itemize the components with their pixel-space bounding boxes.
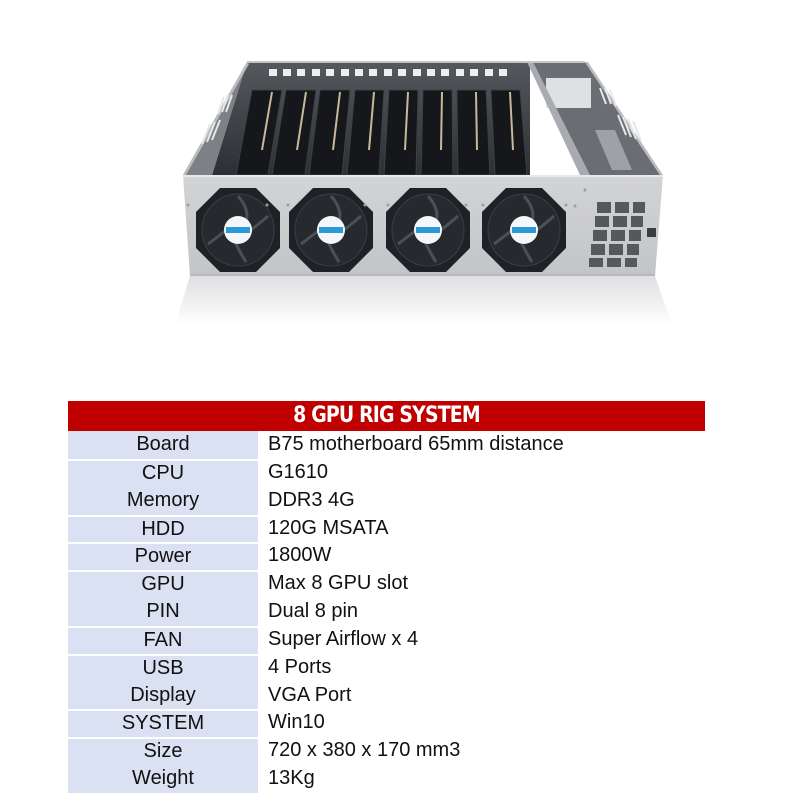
spec-label: GPU bbox=[68, 570, 258, 599]
spec-row-gpu: GPU Max 8 GPU slot bbox=[68, 570, 705, 599]
spec-value: 4 Ports bbox=[258, 653, 705, 682]
spec-value: VGA Port bbox=[258, 681, 705, 710]
product-image bbox=[0, 0, 800, 340]
power-switch bbox=[647, 228, 656, 237]
spec-row-weight: Weight 13Kg bbox=[68, 765, 705, 793]
spec-label: Display bbox=[68, 681, 258, 710]
spec-label: FAN bbox=[68, 625, 258, 654]
spec-value: 120G MSATA bbox=[258, 514, 705, 543]
spec-value: 720 x 380 x 170 mm3 bbox=[258, 737, 705, 766]
spec-value: G1610 bbox=[258, 458, 705, 487]
spec-label: Power bbox=[68, 542, 258, 571]
spec-label: USB bbox=[68, 653, 258, 682]
spec-table-header: 8 GPU RIG SYSTEM bbox=[68, 401, 705, 431]
spec-row-memory: Memory DDR3 4G bbox=[68, 486, 705, 515]
spec-row-cpu: CPU G1610 bbox=[68, 458, 705, 487]
spec-row-size: Size 720 x 380 x 170 mm3 bbox=[68, 737, 705, 766]
spec-label: Size bbox=[68, 737, 258, 766]
mining-rig-chassis-illustration bbox=[175, 61, 672, 325]
spec-row-fan: FAN Super Airflow x 4 bbox=[68, 625, 705, 654]
spec-table: 8 GPU RIG SYSTEM Board B75 motherboard 6… bbox=[68, 401, 705, 793]
spec-value: 13Kg bbox=[258, 765, 705, 793]
spec-value: 1800W bbox=[258, 542, 705, 571]
gpu-cards bbox=[235, 89, 528, 176]
spec-label: PIN bbox=[68, 598, 258, 626]
spec-row-hdd: HDD 120G MSATA bbox=[68, 514, 705, 543]
spec-row-usb: USB 4 Ports bbox=[68, 653, 705, 682]
spec-row-power: Power 1800W bbox=[68, 542, 705, 571]
spec-label: CPU bbox=[68, 458, 258, 487]
spec-value: DDR3 4G bbox=[258, 486, 705, 515]
vent-grille bbox=[589, 202, 645, 267]
spec-label: SYSTEM bbox=[68, 709, 258, 738]
spec-label: HDD bbox=[68, 514, 258, 543]
spec-label: Memory bbox=[68, 486, 258, 515]
spec-label: Board bbox=[68, 431, 258, 459]
spec-value: Win10 bbox=[258, 709, 705, 738]
spec-value: Super Airflow x 4 bbox=[258, 625, 705, 654]
spec-value: Max 8 GPU slot bbox=[258, 570, 705, 599]
spec-table-title: 8 GPU RIG SYSTEM bbox=[112, 401, 661, 431]
spec-row-pin: PIN Dual 8 pin bbox=[68, 598, 705, 626]
spec-row-system: SYSTEM Win10 bbox=[68, 709, 705, 738]
spec-value: B75 motherboard 65mm distance bbox=[258, 431, 705, 459]
spec-value: Dual 8 pin bbox=[258, 598, 705, 626]
front-fans bbox=[196, 188, 566, 272]
spec-row-board: Board B75 motherboard 65mm distance bbox=[68, 431, 705, 459]
spec-row-display: Display VGA Port bbox=[68, 681, 705, 710]
spec-label: Weight bbox=[68, 765, 258, 793]
